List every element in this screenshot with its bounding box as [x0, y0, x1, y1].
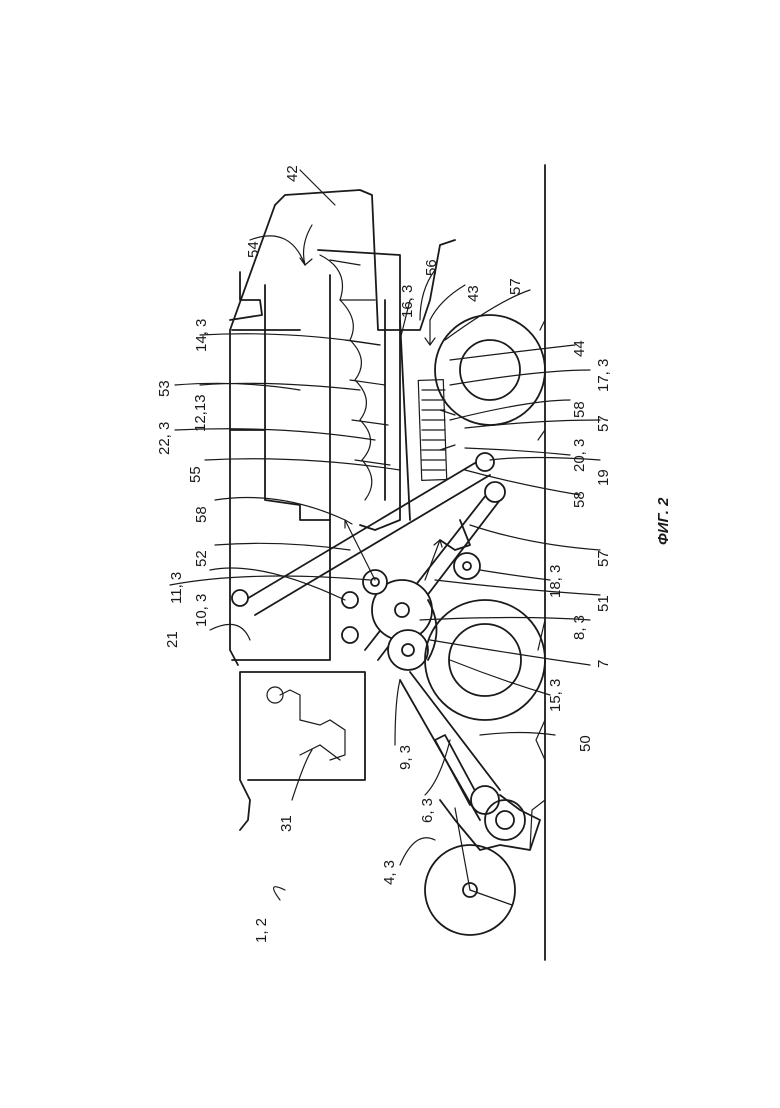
leader-8-3 — [420, 618, 590, 621]
figure-caption: ФИГ. 2 — [655, 497, 672, 545]
label-57a: 57 — [595, 550, 612, 567]
label-6-3: 6, 3 — [419, 798, 436, 823]
label-11-3: 11, 3 — [168, 572, 185, 604]
label-57b: 57 — [595, 415, 612, 432]
leader-50 — [480, 733, 555, 736]
leader-31 — [292, 750, 312, 800]
label-58b: 58 — [571, 491, 588, 508]
cab-outline — [240, 672, 365, 830]
label-14-3: 14, 3 — [193, 319, 210, 352]
label-19: 19 — [595, 469, 612, 486]
sieve-slats — [422, 390, 445, 470]
leader-55 — [205, 459, 400, 470]
leader-11-3 — [170, 576, 370, 585]
elevator-pulley — [485, 482, 505, 502]
label-57c: 57 — [507, 278, 524, 295]
label-52: 52 — [193, 550, 210, 567]
flow-arrow-51 — [425, 540, 440, 580]
leader-4-3 — [400, 838, 435, 865]
label-54: 54 — [245, 241, 262, 258]
front-wheel-hub — [449, 624, 521, 696]
label-17-3: 17, 3 — [595, 359, 612, 392]
idler-2 — [342, 627, 358, 643]
leader-43 — [430, 285, 465, 320]
tank-cover — [230, 272, 262, 320]
threshing-drum-hub — [395, 603, 409, 617]
label-18-3: 18, 3 — [547, 565, 564, 598]
leader-51 — [435, 580, 600, 595]
leader-56 — [420, 270, 435, 320]
leader-9-3 — [395, 680, 400, 745]
flow-arrow-19 — [440, 445, 455, 450]
label-12-13: 12,13 — [192, 394, 209, 432]
header-auger-hub — [496, 811, 514, 829]
return-pulley-left — [232, 590, 248, 606]
label-55: 55 — [187, 466, 204, 483]
leader-6-3 — [425, 740, 450, 795]
leader-18-3 — [480, 570, 550, 580]
label-58a: 58 — [193, 506, 210, 523]
label-53: 53 — [156, 380, 173, 397]
label-7: 7 — [595, 660, 612, 668]
reel-support — [455, 808, 470, 890]
label-8-3: 8, 3 — [571, 615, 588, 640]
label-56: 56 — [423, 259, 440, 276]
label-44: 44 — [571, 340, 588, 357]
grain-auger-hub — [463, 562, 471, 570]
label-16-3: 16, 3 — [399, 285, 416, 318]
leader-42 — [300, 170, 335, 205]
label-10-3: 10, 3 — [193, 594, 210, 627]
leader-58a — [215, 498, 345, 521]
reference-labels: 1, 2 4, 3 31 21 10, 3 11, 3 52 58 55 22,… — [156, 165, 612, 943]
label-21: 21 — [164, 631, 181, 648]
label-42: 42 — [284, 165, 301, 182]
label-20-3: 20, 3 — [571, 439, 588, 472]
inner-housing — [265, 285, 330, 520]
reel-arm — [470, 890, 512, 905]
steering-column — [300, 745, 340, 760]
operator-seat — [280, 690, 345, 760]
label-4-3: 4, 3 — [381, 860, 398, 885]
label-58c: 58 — [571, 401, 588, 418]
flow-arrow-42-head — [300, 258, 312, 265]
straw-walker-steps — [330, 260, 390, 465]
label-43: 43 — [465, 285, 482, 302]
shaker-bar-2 — [400, 320, 410, 520]
leader-58c — [450, 400, 570, 420]
label-22-3: 22, 3 — [156, 422, 173, 455]
label-50: 50 — [577, 735, 594, 752]
feed-drum-hub — [402, 644, 414, 656]
label-51: 51 — [595, 595, 612, 612]
label-15-3: 15, 3 — [547, 679, 564, 712]
label-1-2: 1, 2 — [253, 918, 270, 943]
flow-arrow-42 — [304, 225, 312, 265]
leader-1-2 — [274, 887, 285, 900]
rear-wheel-hub — [460, 340, 520, 400]
leader-58b — [465, 470, 580, 495]
return-pulley-right — [476, 453, 494, 471]
feeder-lower-roller — [471, 786, 499, 814]
label-31: 31 — [278, 815, 295, 832]
ground-profile — [530, 320, 545, 850]
leader-57a — [470, 525, 600, 550]
label-9-3: 9, 3 — [397, 745, 414, 770]
